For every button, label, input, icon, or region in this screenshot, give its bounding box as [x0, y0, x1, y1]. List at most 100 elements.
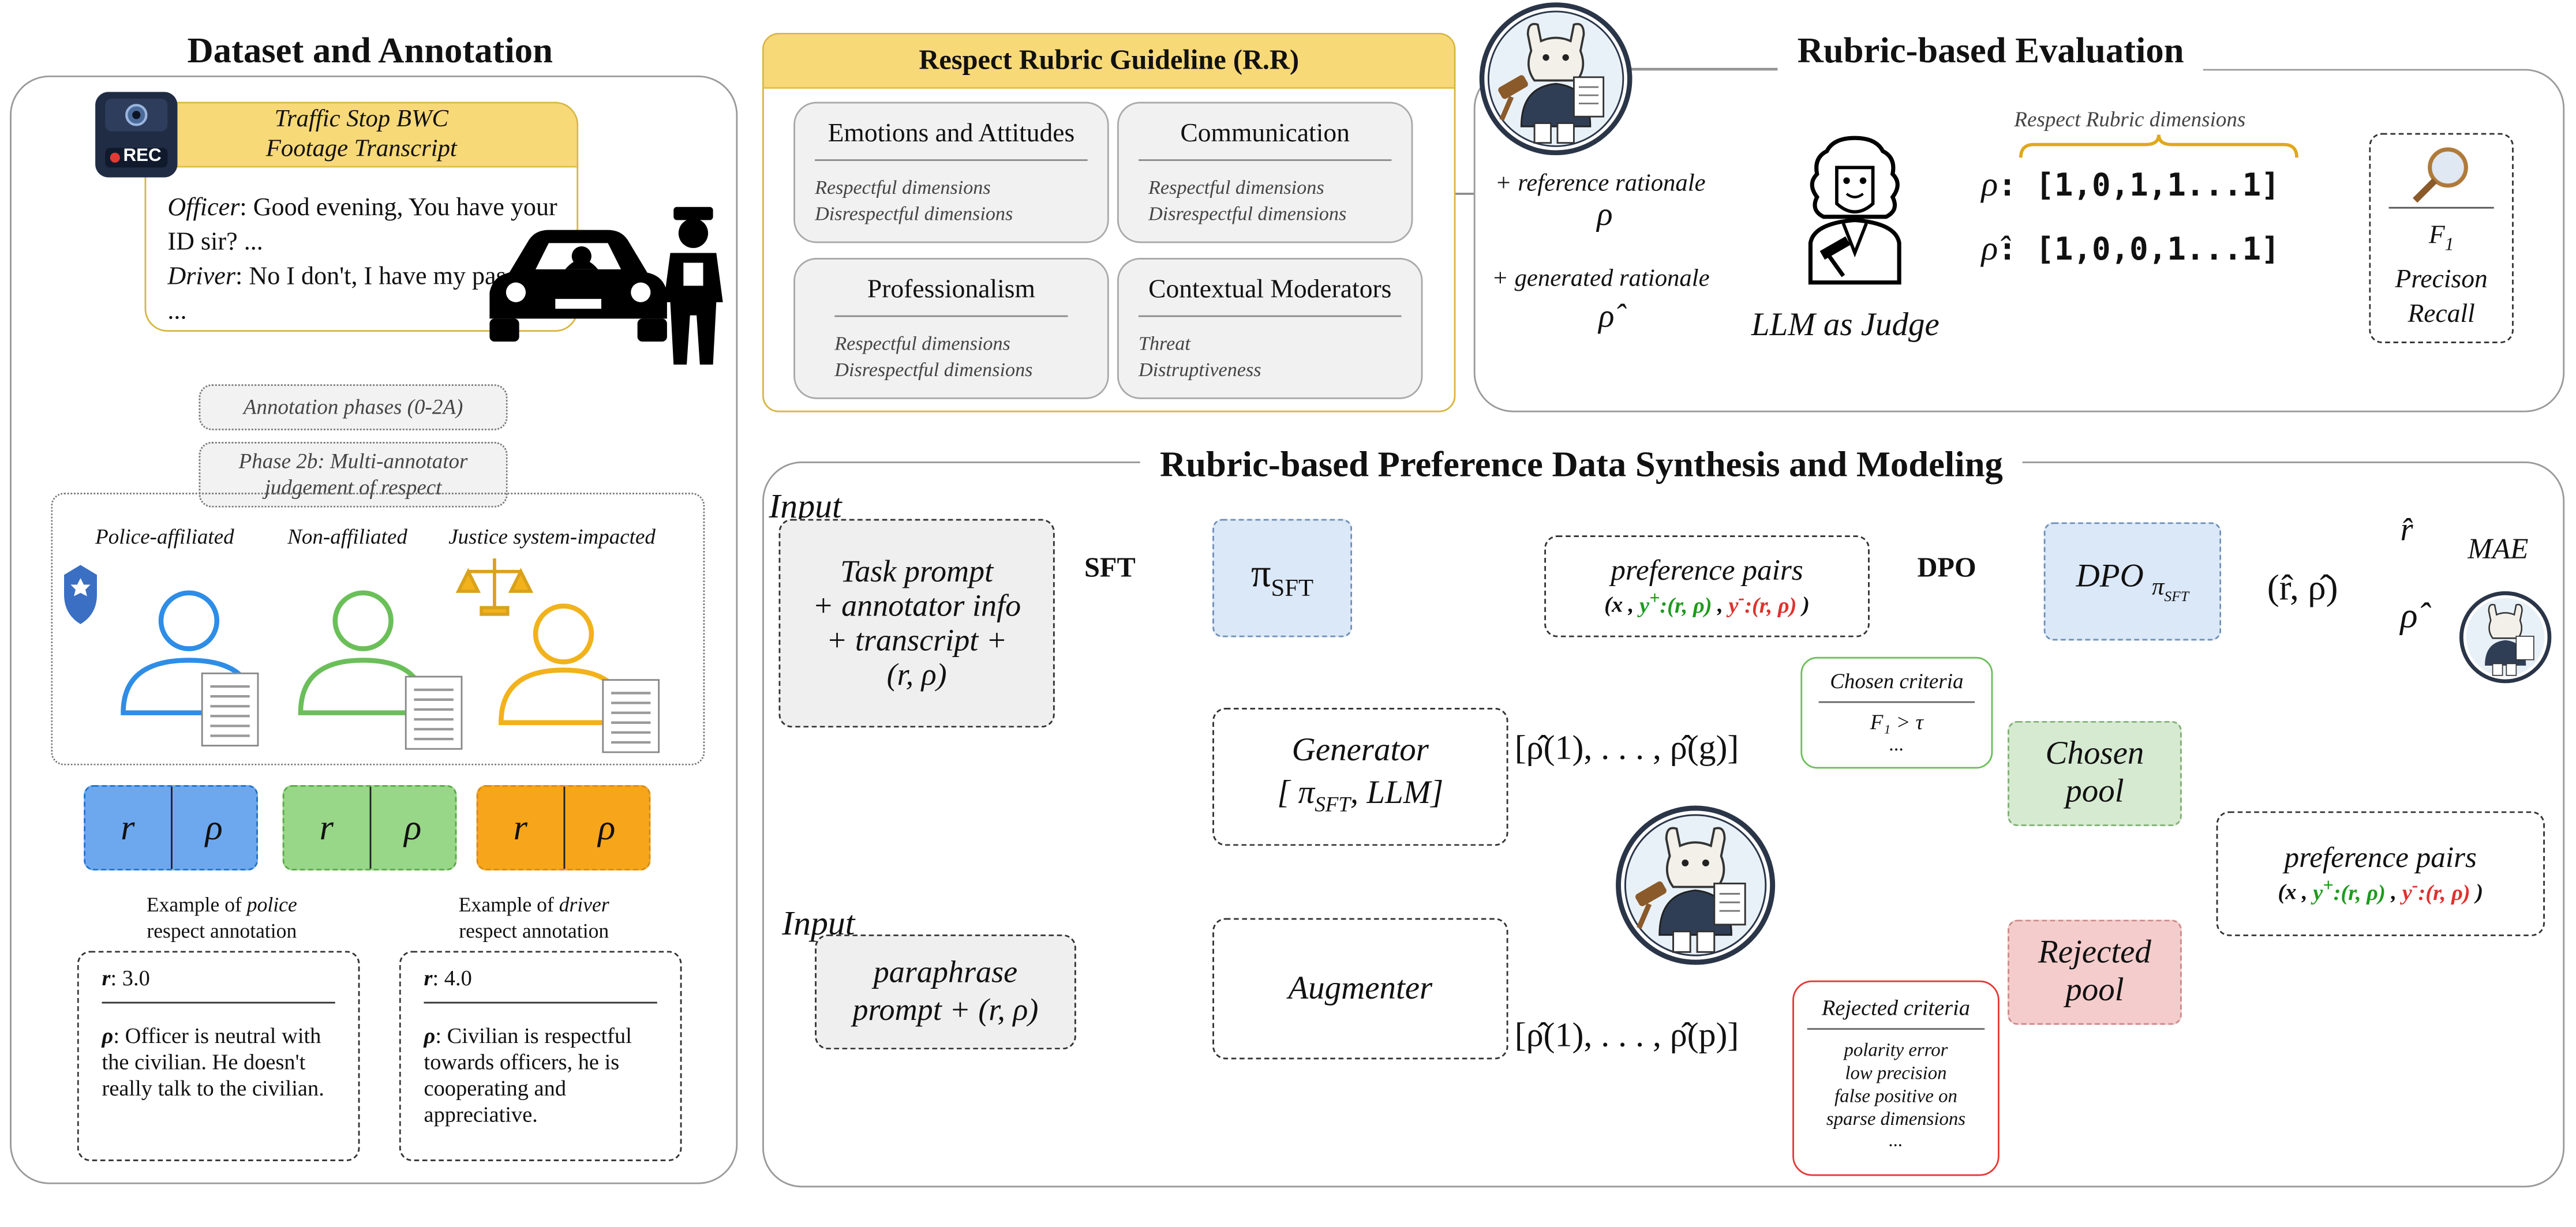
- rubric-title: Respect Rubric Guideline (R.R): [919, 44, 1300, 76]
- eval-panel-title: Rubric-based Evaluation: [1777, 29, 2204, 73]
- vector-rhohat-symbol: ρ̂: [1981, 228, 1998, 268]
- dpo-pi: π: [2151, 575, 2165, 602]
- annotation-phases: Annotation phases (0-2A): [199, 384, 508, 430]
- paraphrase-box: paraphrase prompt + (r, ρ): [815, 934, 1076, 1050]
- output-pair: (r̂, ρ̂): [2267, 566, 2338, 608]
- ref-rationale-symbol: ρ: [1597, 197, 1613, 234]
- pref-out-rejected: y-:(r, ρ): [2402, 876, 2470, 905]
- pref-out-rr2: :(r, ρ): [2418, 880, 2470, 905]
- vector-rhohat: ρ̂: [1,0,0,1...1]: [1981, 228, 2279, 269]
- rubric-cell-professionalism-title: Professionalism: [867, 276, 1035, 304]
- rubric-cell-professionalism-d2: Disrespectful dimensions: [834, 358, 1033, 381]
- chosen-criteria-rule: F₁ > τ: [1870, 709, 1923, 734]
- metrics-box: F1 Precison Recall: [2369, 133, 2514, 344]
- generator-llm: , LLM]: [1350, 774, 1444, 811]
- phase-2b: Phase 2b: Multi-annotator judgement of r…: [199, 441, 508, 508]
- example-card-driver: r: 4.0 ρ: Civilian is respectful towards…: [399, 951, 682, 1161]
- pref-top-rejected: y-:(r, ρ): [1728, 588, 1796, 617]
- rubric-cell-professionalism-rule: [834, 315, 1068, 317]
- pref-out-chosen: y+:(r, ρ): [2313, 876, 2386, 905]
- dpo-box-text: DPO πSFT: [2076, 558, 2189, 605]
- metric-f1-sub: 1: [2444, 235, 2454, 255]
- judge-label: LLM as Judge: [1751, 307, 1940, 344]
- card2-rationale: ρ: Civilian is respectful towards office…: [424, 1023, 657, 1128]
- chosen-pool: Chosen pool: [2008, 721, 2182, 827]
- rubric-cell-emotions: Emotions and Attitudes Respectful dimens…: [793, 102, 1109, 243]
- dpo-box-sub: πSFT: [2151, 575, 2189, 604]
- generator-pi-sub: SFT: [1315, 790, 1350, 816]
- rejected-pool-line1: Rejected: [2038, 934, 2151, 971]
- metric-f1: F1: [2429, 218, 2454, 262]
- augmenter-output: [ρ̂(1), . . . , ρ̂(p)]: [1514, 1015, 1739, 1055]
- card1-r-label: r: [102, 966, 111, 990]
- officer-speaker: Officer: [167, 193, 240, 222]
- pref-out-plus: +: [2323, 876, 2334, 896]
- generator-title: Generator: [1291, 731, 1429, 768]
- metric-recall: Recall: [2407, 301, 2475, 329]
- dataset-panel-title: Dataset and Annotation: [167, 29, 573, 73]
- synth-panel-title: Rubric-based Preference Data Synthesis a…: [1140, 443, 2023, 486]
- annotation-phases-label: Annotation phases (0-2A): [243, 394, 463, 419]
- annotator-label-justice: Justice system-impacted: [448, 524, 656, 549]
- card1-divider: [102, 1001, 335, 1004]
- pref-top-yplus: y: [1639, 592, 1650, 617]
- rejected-item-3: false positive on: [1834, 1087, 1957, 1107]
- small-judge-logo: [2459, 591, 2552, 684]
- phase-2b-line2: judgement of respect: [264, 474, 442, 500]
- mae-label: MAE: [2468, 532, 2529, 565]
- annotator-label-nonaffiliated: Non-affiliated: [287, 524, 407, 549]
- task-prompt-box: Task prompt + annotator info + transcrip…: [778, 519, 1055, 728]
- task-line-4: (r, ρ): [886, 658, 947, 693]
- example-caption-police: Example of police respect annotation: [99, 892, 345, 944]
- llama-judge-logo: [1479, 2, 1633, 156]
- vector-rho-values: : [1,0,1,1...1]: [1998, 167, 2280, 204]
- pi-sft-text: πSFT: [1251, 553, 1313, 603]
- generator-models: [ πSFT, LLM]: [1277, 771, 1443, 825]
- rubric-cell-contextual-d2: Distruptiveness: [1138, 358, 1261, 381]
- paraphrase-line-2: prompt + (r, ρ): [852, 993, 1039, 1029]
- center-judge-logo: [1616, 805, 1776, 965]
- card1-score: r: 3.0: [102, 966, 335, 992]
- example-driver-suffix: respect annotation: [459, 920, 609, 943]
- police-annotator-icon: [64, 565, 259, 746]
- rubric-cell-communication-title: Communication: [1180, 119, 1350, 148]
- pref-out-rr: :(r, ρ): [2333, 880, 2386, 905]
- example-card-police: r: 3.0 ρ: Officer is neutral with the ci…: [77, 951, 360, 1161]
- rejected-criteria-rule-line: [1807, 1028, 1985, 1030]
- metric-f1-letter: F: [2428, 222, 2445, 250]
- output-rhat: r̂: [2400, 512, 2413, 549]
- generator-box: Generator [ πSFT, LLM]: [1212, 708, 1508, 846]
- pref-out-yminus: y: [2402, 880, 2412, 905]
- nonaffiliated-annotator-icon: [298, 590, 463, 750]
- score-rho-police: ρ: [205, 806, 223, 848]
- annotator-icons: [64, 558, 660, 753]
- rejected-item-5: ...: [1889, 1131, 1903, 1151]
- task-line-1: Task prompt: [840, 554, 994, 589]
- rubric-cell-communication-d2: Disrespectful dimensions: [1148, 202, 1347, 226]
- preference-pairs-top: preference pairs (x , y+:(r, ρ) , y-:(r,…: [1544, 535, 1870, 637]
- rubric-cell-communication-d1: Respectful dimensions: [1148, 175, 1324, 199]
- score-rho-nonaffiliated: ρ: [404, 806, 422, 848]
- example-driver-prefix: Example of: [458, 893, 559, 917]
- pi-sft-box: πSFT: [1212, 519, 1353, 637]
- rubric-cell-emotions-d2: Disrespectful dimensions: [815, 202, 1013, 226]
- rejected-pool: Rejected pool: [2008, 920, 2182, 1025]
- dpo-box-label: DPO: [2076, 558, 2144, 595]
- rejected-item-4: sparse dimensions: [1826, 1110, 1965, 1130]
- ref-rationale-label: + reference rationale: [1495, 171, 1706, 197]
- rejected-criteria-box: Rejected criteria polarity error low pre…: [1792, 980, 2000, 1176]
- dims-label: Respect Rubric dimensions: [2014, 107, 2246, 132]
- example-driver-em: driver: [559, 893, 609, 917]
- car-police-icon: [483, 200, 729, 367]
- vector-rhohat-values: : [1,0,0,1...1]: [1998, 231, 2280, 268]
- vector-rho: ρ: [1,0,1,1...1]: [1981, 164, 2279, 205]
- sft-label: SFT: [1084, 551, 1136, 583]
- pref-out-formula: (x , y+:(r, ρ) , y-:(r, ρ) ): [2278, 876, 2484, 905]
- rec-label: REC: [123, 146, 162, 166]
- officer-utterance: : Good evening, You have your ID sir? ..…: [167, 193, 557, 257]
- chosen-pool-line1: Chosen: [2045, 736, 2144, 772]
- score-r-nonaffiliated: r: [284, 786, 370, 869]
- rejected-item-1: polarity error: [1844, 1041, 1948, 1061]
